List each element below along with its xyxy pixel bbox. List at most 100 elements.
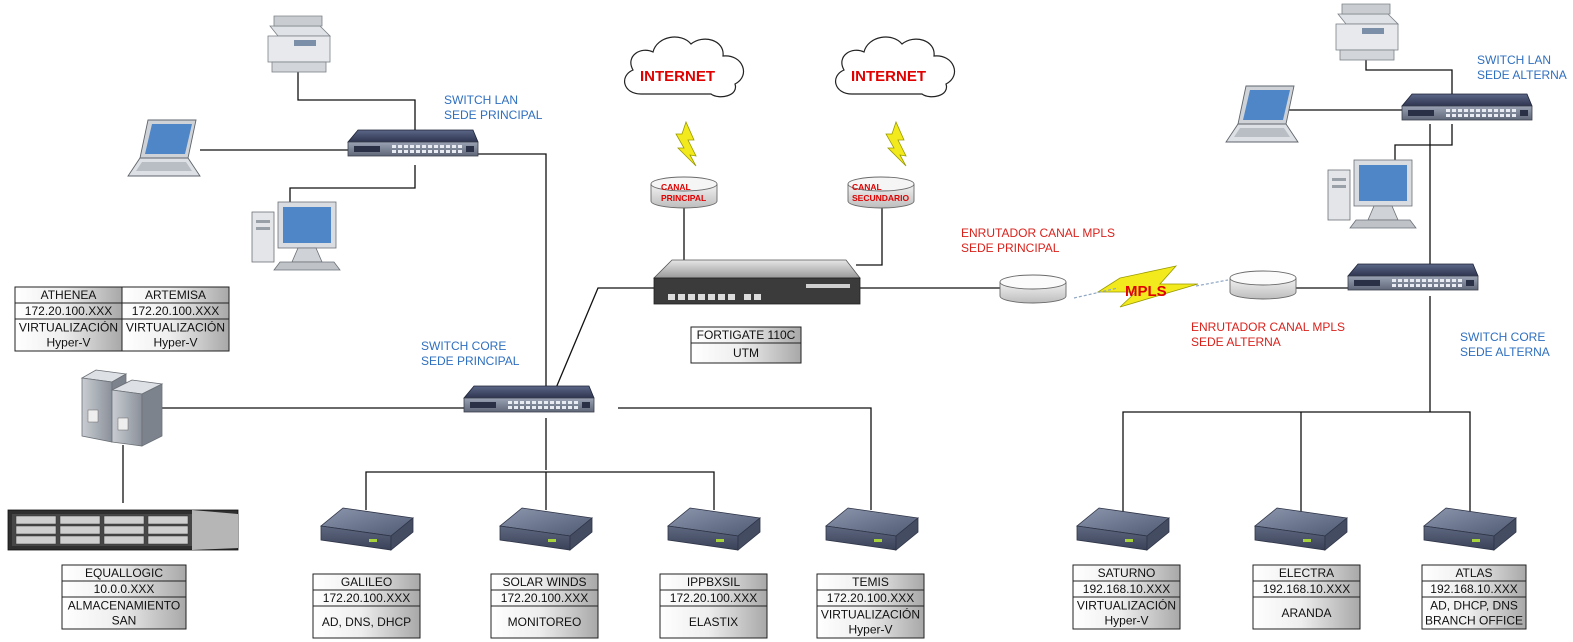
table-temis-text: 172.20.100.XXX bbox=[827, 591, 914, 605]
switch-core-alterna-line2: SEDE ALTERNA bbox=[1460, 345, 1550, 359]
switch-core-principal-line1: SWITCH CORE bbox=[421, 339, 506, 353]
table-cell bbox=[312, 605, 421, 639]
table-solarwinds-text: MONITOREO bbox=[508, 615, 582, 629]
table-athenea-text: ATHENEA bbox=[41, 288, 97, 302]
cable-desktop-alterna bbox=[1394, 124, 1453, 166]
table-equallogic-text: 10.0.0.XXX bbox=[94, 582, 155, 596]
table-atlas-text: BRANCH OFFICE bbox=[1425, 614, 1523, 628]
table-cell bbox=[1252, 596, 1361, 630]
cable-desktop-principal bbox=[289, 165, 416, 208]
laptop-icon bbox=[1225, 85, 1299, 143]
cable-server-bus bbox=[365, 471, 715, 510]
table-cell bbox=[121, 318, 230, 352]
table-galileo-text: AD, DNS, DHCP bbox=[322, 615, 411, 629]
router-principal-line2: SEDE PRINCIPAL bbox=[961, 241, 1060, 255]
cloud-icon bbox=[834, 36, 956, 98]
router-icon bbox=[999, 274, 1067, 304]
firewall-icon bbox=[653, 259, 861, 305]
table-ippbxsil-text: 172.20.100.XXX bbox=[670, 591, 757, 605]
canal-principal-line2: PRINCIPAL bbox=[661, 193, 706, 203]
table-artemisa-text: 172.20.100.XXX bbox=[132, 304, 219, 318]
cable-temis bbox=[618, 407, 872, 510]
table-solarwinds-text: SOLAR WINDS bbox=[502, 575, 586, 589]
table-solarwinds-text: 172.20.100.XXX bbox=[501, 591, 588, 605]
table-temis-text: Hyper-V bbox=[848, 623, 892, 637]
table-saturno-text: VIRTUALIZACIÓN bbox=[1077, 598, 1176, 613]
appliance-server-icon bbox=[667, 507, 761, 551]
switch-icon bbox=[1347, 263, 1479, 291]
cable-server-bus-alterna bbox=[1122, 411, 1471, 512]
table-cell bbox=[61, 596, 187, 630]
canal-principal-line1: CANAL bbox=[661, 182, 691, 192]
table-equallogic-text: SAN bbox=[112, 614, 137, 628]
cable-core-to-fortigate bbox=[555, 287, 660, 389]
table-temis-text: TEMIS bbox=[852, 575, 889, 589]
internet-label-1: INTERNET bbox=[640, 68, 715, 85]
appliance-server-icon bbox=[825, 507, 919, 551]
appliance-server-icon bbox=[1076, 507, 1170, 551]
switch-lan-principal-line1: SWITCH LAN bbox=[444, 93, 518, 107]
table-cell bbox=[690, 342, 802, 364]
table-equallogic-text: ALMACENAMIENTO bbox=[68, 599, 180, 613]
switch-lan-alterna-line1: SWITCH LAN bbox=[1477, 53, 1551, 67]
table-atlas-text: AD, DHCP, DNS bbox=[1430, 599, 1518, 613]
cable-printer-principal bbox=[297, 72, 416, 134]
canal-secundario-line1: CANAL bbox=[852, 182, 882, 192]
printer-icon bbox=[1335, 3, 1399, 61]
appliance-server-icon bbox=[1423, 507, 1517, 551]
table-saturno-text: Hyper-V bbox=[1104, 614, 1148, 628]
switch-core-principal-line2: SEDE PRINCIPAL bbox=[421, 354, 520, 368]
desktop-icon bbox=[1327, 159, 1417, 229]
laptop-icon bbox=[127, 119, 201, 177]
table-ippbxsil-text: IPPBXSIL bbox=[687, 575, 741, 589]
router-principal-line1: ENRUTADOR CANAL MPLS bbox=[961, 226, 1115, 240]
desktop-icon bbox=[251, 201, 341, 271]
cable-canal-secundario bbox=[856, 208, 883, 266]
table-cell bbox=[1072, 596, 1181, 630]
lightning-icon bbox=[675, 121, 697, 167]
table-ippbxsil-text: ELASTIX bbox=[689, 615, 738, 629]
mpls-label: MPLS bbox=[1125, 283, 1167, 300]
table-electra-text: ARANDA bbox=[1281, 606, 1331, 620]
table-athenea-text: Hyper-V bbox=[46, 336, 90, 350]
appliance-server-icon bbox=[1254, 507, 1348, 551]
table-athenea-text: VIRTUALIZACIÓN bbox=[19, 320, 118, 335]
table-fortigate-text: FORTIGATE 110C bbox=[697, 328, 796, 342]
router-alterna-line1: ENRUTADOR CANAL MPLS bbox=[1191, 320, 1345, 334]
table-athenea-text: 172.20.100.XXX bbox=[25, 304, 112, 318]
appliance-server-icon bbox=[320, 507, 414, 551]
lightning-icon bbox=[885, 121, 907, 167]
storage-array-icon bbox=[7, 509, 239, 551]
table-equallogic-text: EQUALLOGIC bbox=[85, 566, 163, 580]
cable-lan-to-core bbox=[468, 153, 547, 392]
table-artemisa-text: VIRTUALIZACIÓN bbox=[126, 320, 225, 335]
table-artemisa: ARTEMISA172.20.100.XXXVIRTUALIZACIÓNHype… bbox=[121, 286, 230, 352]
table-galileo-text: 172.20.100.XXX bbox=[323, 591, 410, 605]
table-solarwinds: SOLAR WINDS 172.20.100.XXX MONITOREO bbox=[490, 573, 599, 639]
switch-core-alterna-line1: SWITCH CORE bbox=[1460, 330, 1545, 344]
wan-devices bbox=[623, 36, 1297, 308]
table-atlas-text: ATLAS bbox=[1455, 566, 1492, 580]
table-atlas-text: 192.168.10.XXX bbox=[1430, 582, 1517, 596]
table-saturno-text: 192.168.10.XXX bbox=[1083, 582, 1170, 596]
table-saturno-text: SATURNO bbox=[1098, 566, 1156, 580]
server-tower-icon bbox=[81, 369, 163, 447]
switch-icon bbox=[1401, 93, 1533, 121]
table-temis-text: VIRTUALIZACIÓN bbox=[821, 607, 920, 622]
cloud-icon bbox=[623, 36, 745, 98]
lightning-icon bbox=[1073, 265, 1229, 308]
table-cell bbox=[14, 318, 123, 352]
table-cell bbox=[816, 605, 925, 639]
switch-icon bbox=[347, 129, 479, 157]
principal-site-devices bbox=[7, 15, 919, 551]
appliance-server-icon bbox=[499, 507, 593, 551]
switch-lan-principal-line2: SEDE PRINCIPAL bbox=[444, 108, 543, 122]
table-cell bbox=[490, 605, 599, 639]
table-cell bbox=[659, 605, 768, 639]
